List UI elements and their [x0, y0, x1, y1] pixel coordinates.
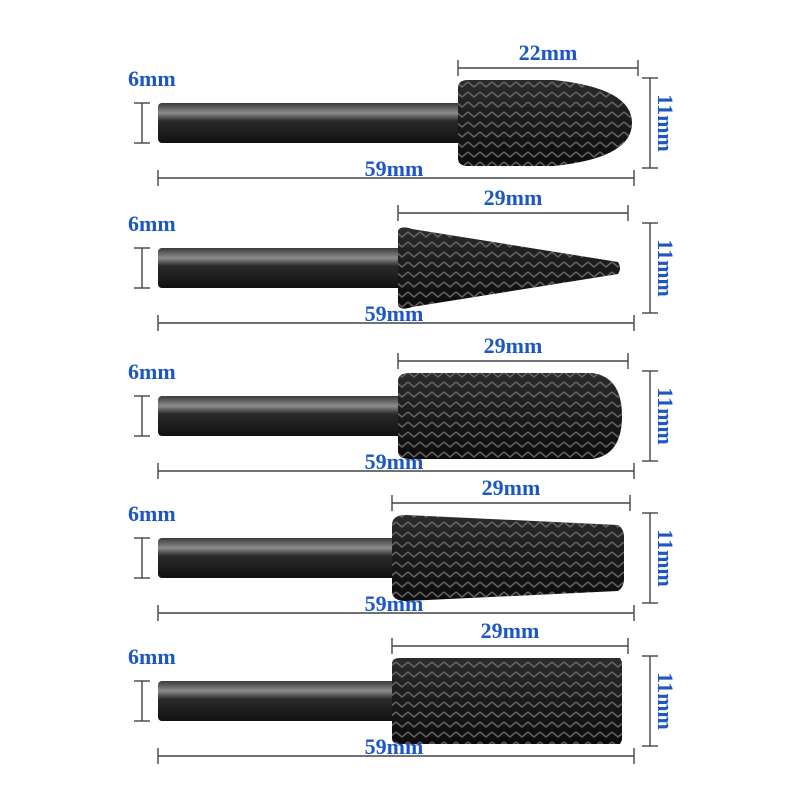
head-diameter-label: 11mm: [653, 672, 678, 729]
head-diameter-label: 11mm: [653, 529, 678, 586]
head-length-label: 29mm: [484, 333, 543, 358]
total-length-label: 59mm: [365, 734, 424, 759]
shank-diameter-label: 6mm: [128, 501, 176, 526]
shank: [158, 248, 404, 288]
cutting-head-teeth: [392, 658, 622, 744]
head-diameter-label: 11mm: [653, 387, 678, 444]
shank-diameter-label: 6mm: [128, 66, 176, 91]
head-length-label: 29mm: [484, 185, 543, 210]
burr-bit-row: 29mm 6mm 11mm 59mm: [128, 333, 678, 479]
cutting-head-teeth: [398, 373, 622, 459]
shank: [158, 538, 398, 578]
total-length-label: 59mm: [365, 301, 424, 326]
burr-bit-row: 29mm 6mm 11mm 59mm: [128, 475, 678, 621]
burr-bit-row: 29mm 6mm 11mm 59mm: [128, 185, 678, 331]
shank: [158, 681, 398, 721]
head-length-label: 29mm: [482, 475, 541, 500]
head-diameter-label: 11mm: [653, 94, 678, 151]
shank-diameter-label: 6mm: [128, 644, 176, 669]
shank: [158, 396, 404, 436]
head-diameter-label: 11mm: [653, 239, 678, 296]
shank: [158, 103, 464, 143]
total-length-label: 59mm: [365, 591, 424, 616]
cutting-head-teeth: [392, 515, 624, 601]
shank-diameter-label: 6mm: [128, 359, 176, 384]
burr-bit-row: 29mm 6mm 11mm 59mm: [128, 618, 678, 764]
cutting-head-teeth: [458, 80, 632, 166]
head-length-label: 29mm: [481, 618, 540, 643]
total-length-label: 59mm: [365, 156, 424, 181]
shank-diameter-label: 6mm: [128, 211, 176, 236]
head-length-label: 22mm: [519, 40, 578, 65]
cutting-head-teeth: [398, 227, 620, 309]
burr-bit-row: 22mm 6mm 11mm 59mm: [128, 40, 678, 186]
total-length-label: 59mm: [365, 449, 424, 474]
